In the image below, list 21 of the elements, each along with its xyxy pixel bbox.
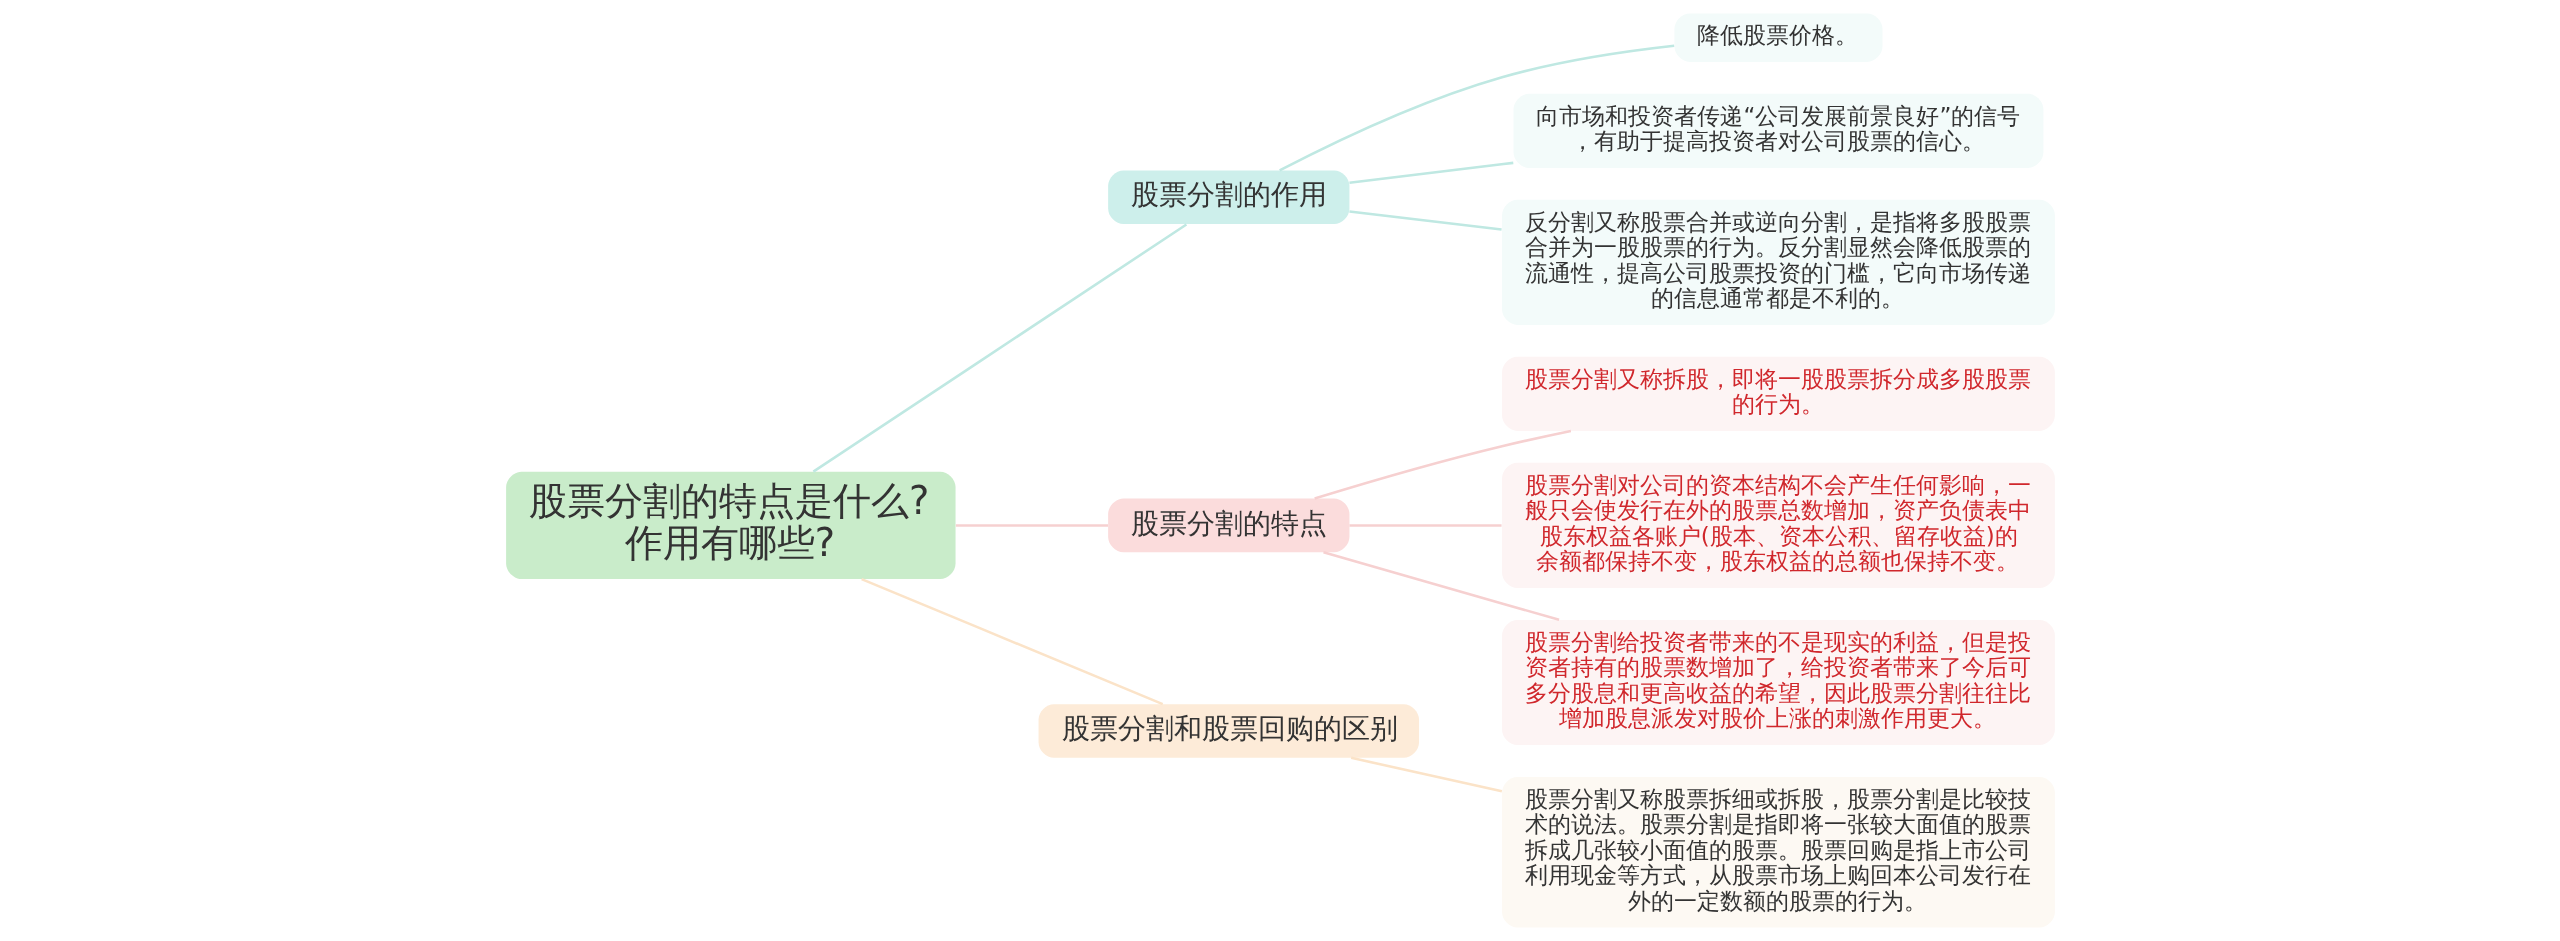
connector xyxy=(812,223,1187,473)
node-box: 反分割又称股票合并或逆向分割，是指将多股股票合并为一股股票的行为。反分割显然会降低股票的流通性，提高公司股票投资的门槛，它向市场传递的信息通常都是不利的。 xyxy=(1501,199,2055,325)
node-box: 股票分割给投资者带来的不是现实的利益，但是投资者持有的股票数增加了，给投资者带来了今后可多分股息和更高收益的希望，因此股票分割往往比增加股息派发对股价上涨的刺激作用更大。 xyxy=(1501,619,2055,745)
node-box: 股票分割又称股票拆细或拆股，股票分割是比较技术的说法。股票分割是指即将一张较大面值的股票拆成几张较小面值的股票。股票回购是指上市公司利用现金等方式，从股票市场上购回本公司发行在外的一定数额的股票的行为。 xyxy=(1501,776,2055,928)
connector xyxy=(860,577,1163,706)
node-box: 股票分割的特点是什么?作用有哪些? xyxy=(505,471,956,580)
connector xyxy=(1348,524,1502,527)
node-box: 向市场和投资者传递“公司发展前景良好”的信号，有助于提高投资者对公司股票的信心。 xyxy=(1513,93,2043,168)
node-box: 股票分割对公司的资本结构不会产生任何影响，一般只会使发行在外的股票总数增加，资产负债表中股东权益各账户(股本、资本公积、留存收益)的余额都保持不变，股东权益的总额也保持不变。 xyxy=(1501,462,2055,588)
connector xyxy=(1348,161,1513,185)
node-box: 股票分割又称拆股，即将一股股票拆分成多股股票的行为。 xyxy=(1501,356,2055,431)
connector xyxy=(1278,44,1674,172)
node-box: 股票分割和股票回购的区别 xyxy=(1038,704,1419,758)
node-box: 股票分割的作用 xyxy=(1107,170,1349,225)
connector xyxy=(1322,551,1559,622)
node-box: 股票分割的特点 xyxy=(1107,498,1349,553)
connector xyxy=(955,524,1108,527)
connector xyxy=(1348,210,1502,231)
node-box: 降低股票价格。 xyxy=(1673,13,1882,62)
connector xyxy=(1313,429,1571,500)
connector xyxy=(1350,756,1502,793)
